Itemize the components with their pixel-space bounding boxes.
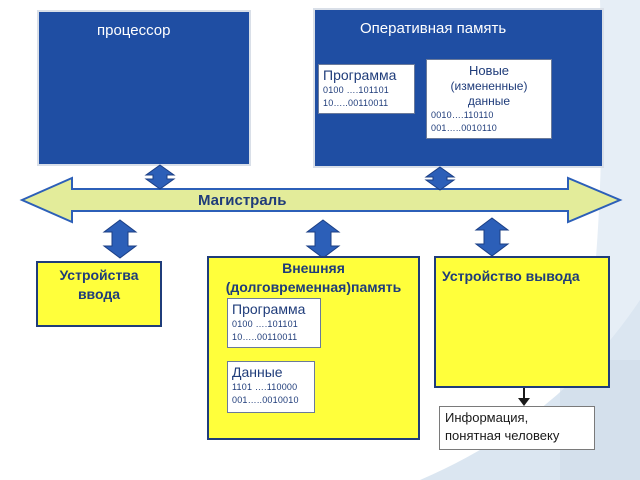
external-data-line-2: 001…..0010010 xyxy=(232,395,299,405)
external-memory-box: Внешняя (долговременная)память Программа… xyxy=(207,256,420,440)
external-program-line-2: 10…..00110011 xyxy=(232,332,298,342)
external-data-line-1: 1101 ….110000 xyxy=(232,382,298,392)
ram-newdata-line-1: 0010….110110 xyxy=(431,110,494,120)
ram-program-card: Программа 0100 ….101101 10…..00110011 xyxy=(318,64,415,114)
external-label-line-2: (долговременная)память xyxy=(225,279,402,295)
ram-box: Оперативная память Программа 0100 ….1011… xyxy=(313,8,604,168)
ram-newdata-title-3: данные xyxy=(467,94,511,108)
external-program-title: Программа xyxy=(232,301,306,317)
ram-newdata-line-2: 001…..0010110 xyxy=(431,123,497,133)
output-bus-arrow xyxy=(474,217,510,257)
input-label-line-2: ввода xyxy=(77,286,121,302)
info-line-1: Информация, xyxy=(445,410,529,425)
external-program-card: Программа 0100 ….101101 10…..00110011 xyxy=(227,298,321,348)
output-label: Устройство вывода xyxy=(442,268,580,284)
ram-program-line-1: 0100 ….101101 xyxy=(323,85,389,95)
output-device-box: Устройство вывода xyxy=(434,256,610,388)
input-bus-arrow xyxy=(102,219,138,259)
ram-bus-arrow xyxy=(424,166,456,191)
info-box: Информация, понятная человеку xyxy=(439,406,595,450)
processor-label: процессор xyxy=(97,22,171,39)
ram-newdata-title-1: Новые xyxy=(468,63,510,78)
processor-bus-arrow xyxy=(144,164,176,190)
external-data-card: Данные 1101 ….110000 001…..0010010 xyxy=(227,361,315,413)
bus-arrow xyxy=(19,176,623,224)
input-device-box: Устройства ввода xyxy=(36,261,162,327)
ram-program-title: Программа xyxy=(323,67,397,83)
output-info-arrowhead xyxy=(518,398,530,406)
info-line-2: понятная человеку xyxy=(445,428,560,443)
ram-newdata-card: Новые (измененные) данные 0010….110110 0… xyxy=(426,59,552,139)
external-program-line-1: 0100 ….101101 xyxy=(232,319,298,329)
input-label-line-1: Устройства xyxy=(59,267,139,283)
external-data-title: Данные xyxy=(232,364,283,380)
external-label-line-1: Внешняя xyxy=(282,260,345,276)
ram-label: Оперативная память xyxy=(360,20,507,37)
ram-program-line-2: 10…..00110011 xyxy=(323,98,389,108)
ram-newdata-title-2: (измененные) xyxy=(450,79,528,93)
bus-label: Магистраль xyxy=(198,192,287,209)
external-bus-arrow xyxy=(305,219,341,259)
processor-box: процессор xyxy=(37,10,251,166)
